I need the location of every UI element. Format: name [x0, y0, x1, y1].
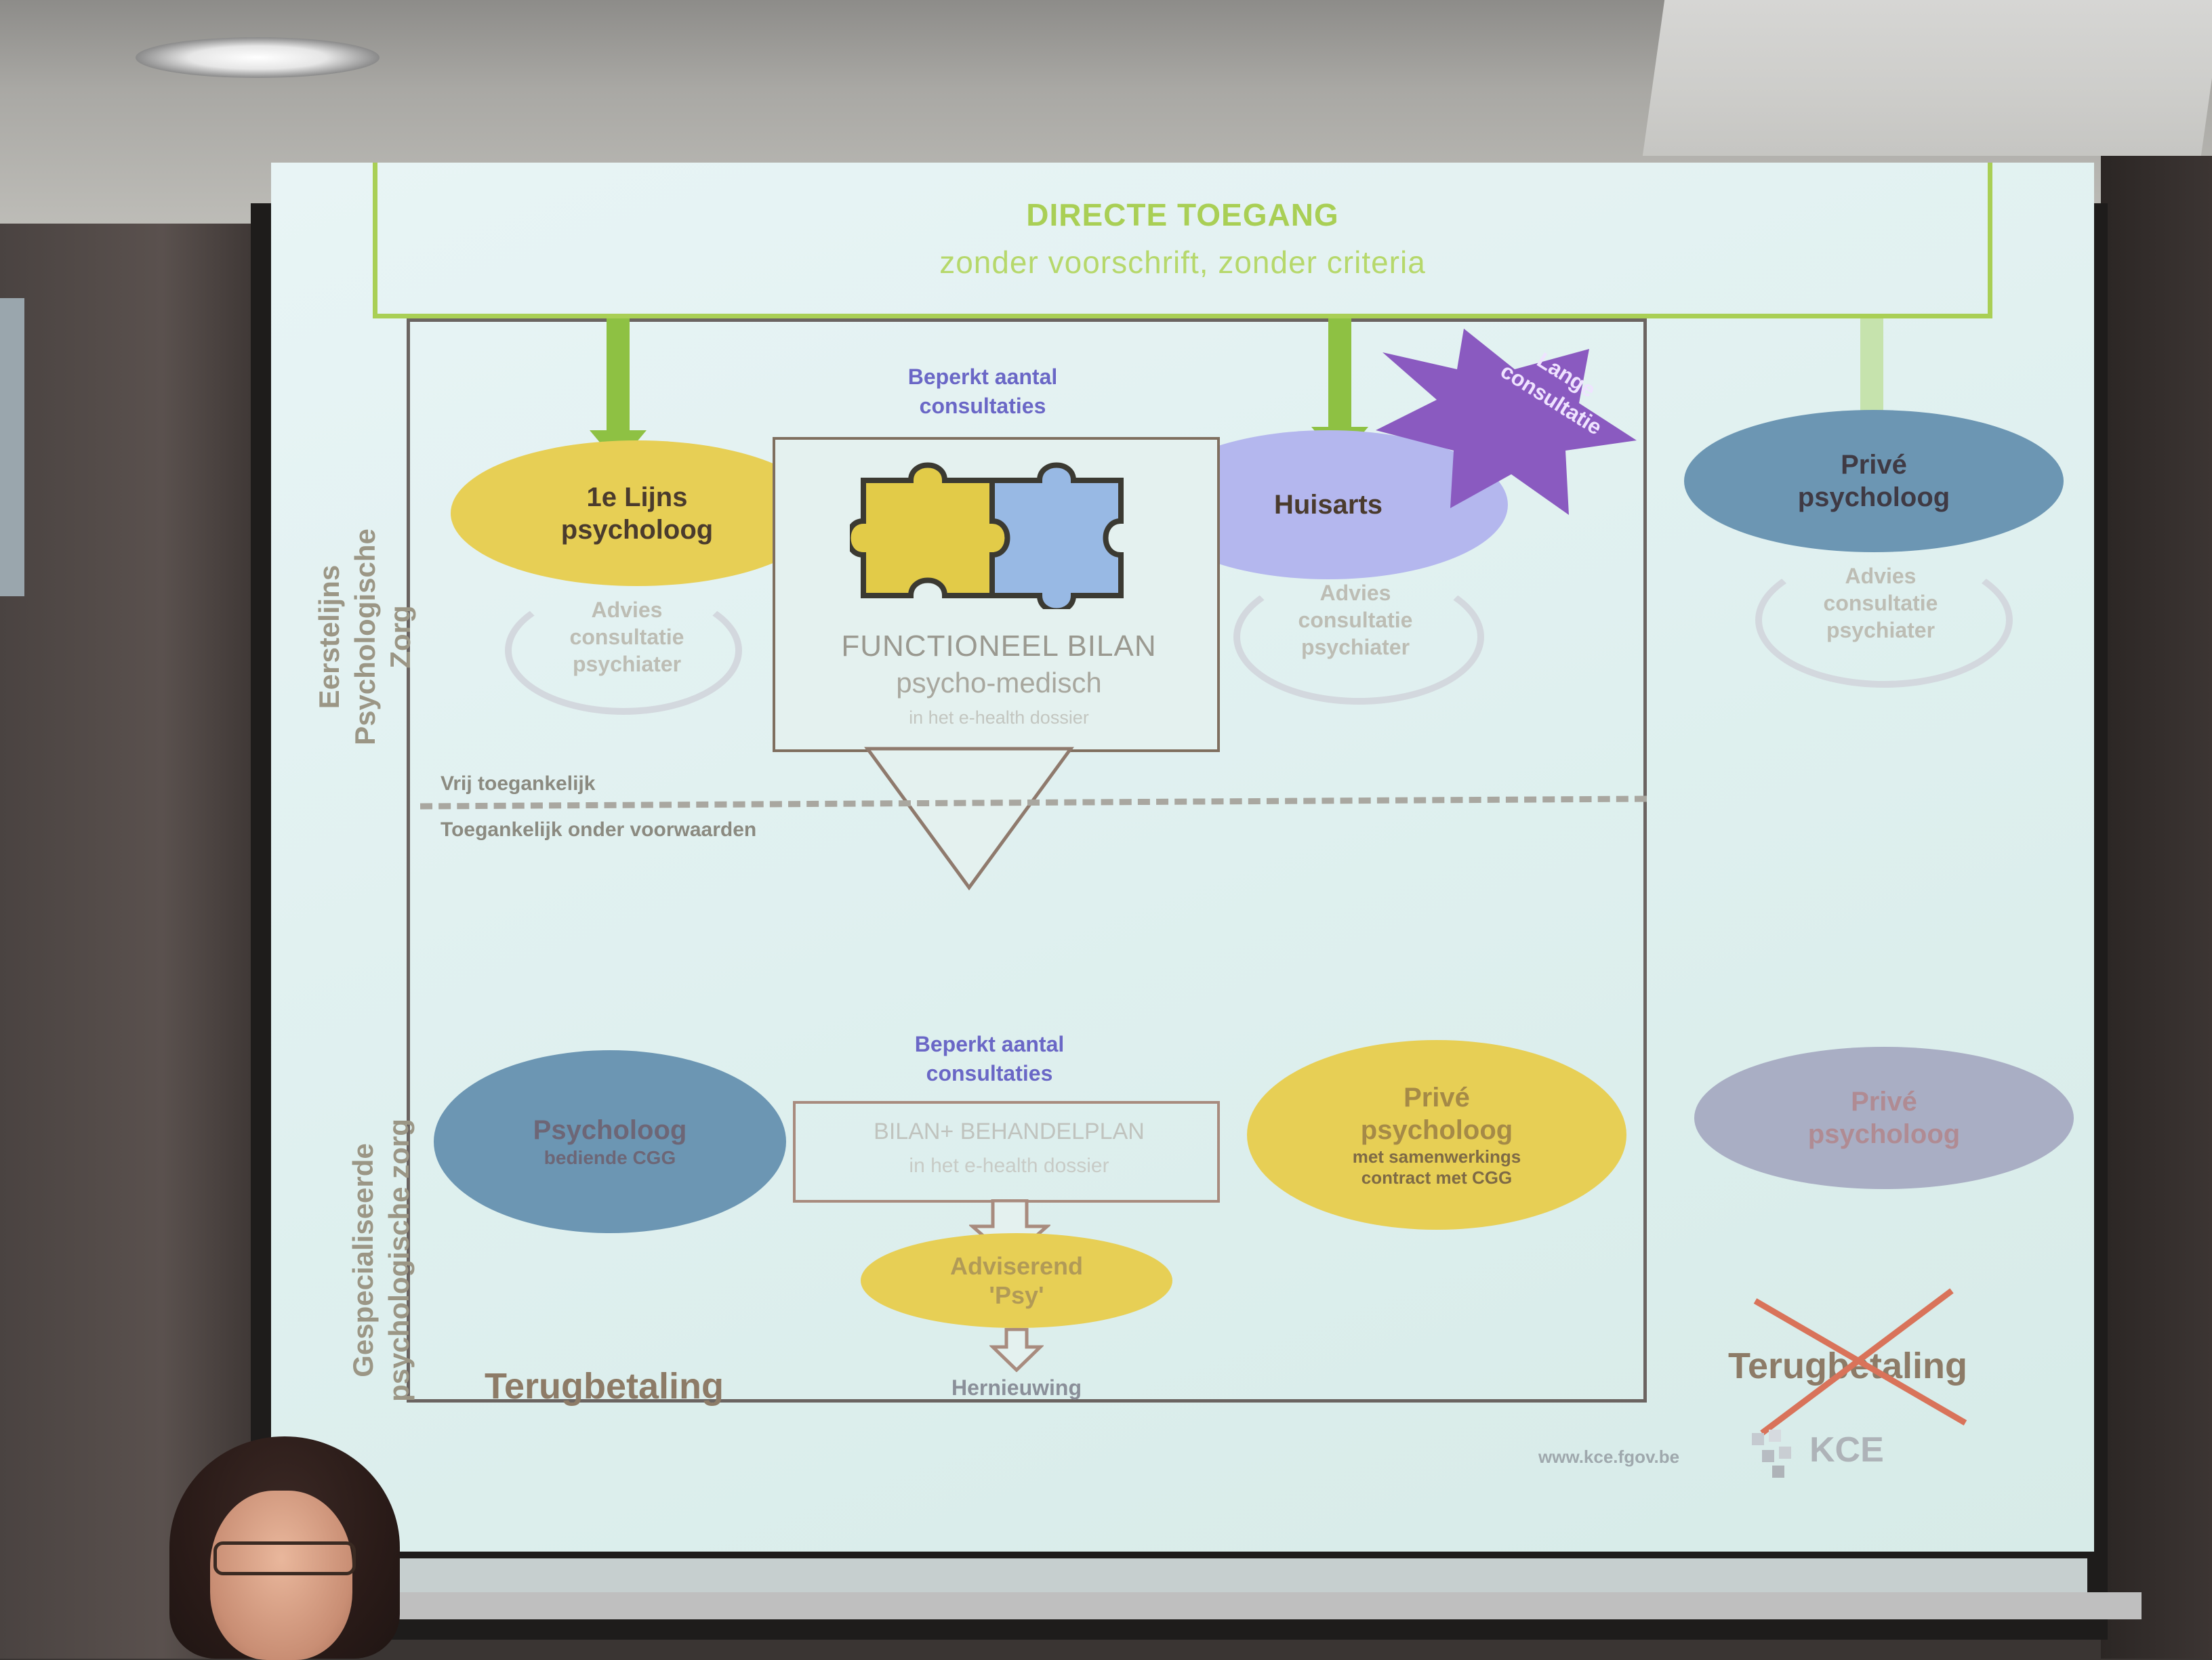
node-label: Privé psycholoog — [1797, 450, 1950, 512]
node-sublabel: bediende CGG — [544, 1147, 676, 1169]
side-label-gespecialiseerde: Gespecialiseerde psychologische zorg — [347, 1119, 415, 1402]
node-psycholoog-cgg: Psycholoog bediende CGG — [434, 1050, 786, 1233]
advies-label-2: Advies consultatie psychiater — [1298, 581, 1413, 659]
node-label: Privé psycholoog — [1360, 1082, 1513, 1145]
audience-person — [169, 1436, 400, 1660]
wall-sign — [0, 298, 24, 596]
node-adviserend-psy: Adviserend 'Psy' — [861, 1233, 1172, 1328]
node-label: Psycholoog — [533, 1115, 687, 1146]
projected-slide: DIRECTE TOEGANG zonder voorschrift, zond… — [271, 163, 2094, 1552]
note-beperkt-bottom: Beperkt aantal consultaties — [914, 1032, 1065, 1086]
puzzle-icon — [850, 462, 1124, 609]
kce-logo-text: KCE — [1809, 1430, 1884, 1470]
hernieuwing-arrow-icon — [989, 1328, 1044, 1372]
ceiling-panel — [1642, 0, 2212, 156]
green-arrow-1-shaft — [607, 318, 630, 430]
node-label: Huisarts — [1273, 490, 1383, 520]
node-sublabel: met samenwerkings contract met CGG — [1352, 1146, 1521, 1188]
label-terugbetaling: Terugbetaling — [485, 1366, 724, 1407]
node-prive-psycholoog-right: Privé psycholoog — [1694, 1047, 2074, 1189]
advies-label-3: Advies consultatie psychiater — [1823, 564, 1938, 642]
node-prive-psycholoog-mid: Privé psycholoog met samenwerkings contr… — [1247, 1040, 1626, 1230]
node-label: Adviserend 'Psy' — [949, 1251, 1084, 1309]
bilan2-small: in het e-health dossier — [909, 1155, 1109, 1177]
bilan2-title: BILAN+ BEHANDELPLAN — [874, 1119, 1145, 1144]
bilan-subtitle: psycho-medisch — [896, 667, 1102, 699]
kce-logo-icon — [1752, 1430, 1791, 1478]
lange-consultatie-star-icon — [1376, 329, 1637, 515]
advies-loop-2 — [1233, 569, 1484, 705]
functioneel-bilan-box: FUNCTIONEEL BILAN psycho-medisch in het … — [773, 437, 1220, 752]
node-label: 1e Lijns psycholoog — [560, 482, 714, 545]
ceiling-light — [136, 37, 380, 78]
node-label: Privé psycholoog — [1807, 1087, 1961, 1149]
node-prive-psycholoog-top: Privé psycholoog — [1684, 410, 2064, 552]
label-hernieuwing: Hernieuwing — [951, 1375, 1082, 1400]
room-wall-right — [2101, 156, 2212, 1659]
bilan-behandelplan-box: BILAN+ BEHANDELPLAN in het e-health doss… — [793, 1101, 1220, 1203]
side-label-eerstelijns: Eerstelijns Psychologische Zorg — [313, 528, 416, 745]
direct-access-box — [373, 163, 1992, 318]
note-beperkt-top: Beperkt aantal consultaties — [907, 365, 1058, 419]
green-arrow-2-shaft — [1328, 318, 1351, 427]
person-face — [210, 1491, 352, 1660]
advies-label-1: Advies consultatie psychiater — [569, 598, 684, 676]
screen-bar — [285, 1592, 2142, 1619]
slide-title: DIRECTE TOEGANG — [1026, 197, 1339, 232]
reimbursed-care-box — [407, 318, 1647, 1403]
node-1e-lijns-psycholoog: 1e Lijns psycholoog — [451, 440, 823, 586]
advies-loop-1 — [505, 586, 742, 715]
slide-subtitle: zonder voorschrift, zonder criteria — [939, 245, 1426, 280]
advies-loop-3 — [1755, 552, 2013, 688]
bilan-title: FUNCTIONEEL BILAN — [841, 629, 1157, 663]
label-vrij-toegankelijk: Vrij toegankelijk — [441, 772, 596, 795]
footer-url: www.kce.fgov.be — [1538, 1447, 1680, 1467]
big-down-arrow-icon — [864, 747, 1074, 891]
bilan-small: in het e-health dossier — [909, 707, 1089, 728]
room-wall-left — [0, 224, 271, 1659]
red-cross-icon — [1753, 1288, 1967, 1436]
person-glasses — [213, 1541, 356, 1575]
label-onder-voorwaarden: Toegankelijk onder voorwaarden — [441, 818, 757, 841]
